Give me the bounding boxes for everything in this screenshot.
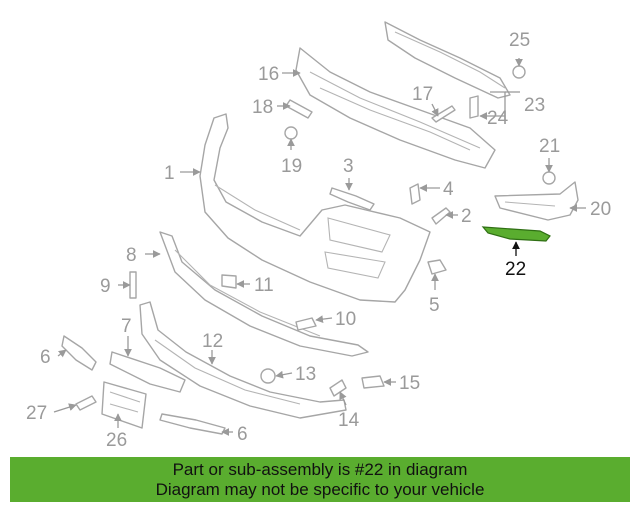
callout-27: 27 <box>26 403 47 424</box>
callout-21: 21 <box>539 136 560 157</box>
part-3-bracket <box>329 187 375 211</box>
callout-7: 7 <box>121 316 132 337</box>
part-22-highlighted <box>481 226 551 242</box>
callout-17: 17 <box>412 84 433 105</box>
callout-5: 5 <box>429 295 440 316</box>
callout-23: 23 <box>524 95 545 116</box>
part-8-lower-support <box>159 231 369 357</box>
callout-8: 8 <box>126 245 137 266</box>
callout-16: 16 <box>258 64 279 85</box>
part-17-fastener <box>431 105 456 123</box>
callout-15: 15 <box>399 373 420 394</box>
callout-11: 11 <box>254 275 274 296</box>
callout-1: 1 <box>164 163 175 184</box>
part-19-clip <box>284 126 298 140</box>
part-27-sensor <box>75 395 97 411</box>
part-20-bracket <box>494 181 579 221</box>
part-6-bracket-lower <box>159 413 226 435</box>
callout-20: 20 <box>590 199 611 220</box>
callout-19: 19 <box>281 156 302 177</box>
part-18-strip <box>285 99 313 119</box>
callout-24: 24 <box>487 108 509 129</box>
callout-25: 25 <box>509 30 530 51</box>
callout-10: 10 <box>335 309 356 330</box>
part-1-bumper-cover <box>199 113 431 303</box>
banner-line-1: Part or sub-assembly is #22 in diagram <box>172 460 468 479</box>
part-11-clip <box>221 274 237 289</box>
part-7-lower-bracket <box>109 351 186 393</box>
callout-14: 14 <box>338 410 360 431</box>
callout-9: 9 <box>100 276 111 297</box>
part-9-pin <box>129 271 137 299</box>
part-25-clip <box>512 65 526 79</box>
part-2-screw <box>431 207 451 225</box>
callout-18: 18 <box>252 97 273 118</box>
part-4-bolt <box>409 183 421 205</box>
leader-lines <box>53 58 586 436</box>
callout-22-highlighted: 22 <box>505 259 526 280</box>
part-23-absorber <box>384 21 511 99</box>
parts-diagram: 16 18 19 1 3 4 2 5 17 25 23 24 21 20 22 … <box>26 21 611 451</box>
part-24-bracket <box>469 95 479 119</box>
callout-6-lower: 6 <box>237 424 248 445</box>
part-26-license-bracket <box>101 381 147 429</box>
banner-line-2: Diagram may not be specific to your vehi… <box>155 480 485 499</box>
part-21-clip <box>542 171 556 185</box>
callout-4: 4 <box>443 179 454 200</box>
part-5-nut <box>427 259 447 275</box>
part-14-bolt <box>329 379 347 397</box>
info-banner: Part or sub-assembly is #22 in diagram D… <box>10 457 630 502</box>
part-13-grommet <box>260 368 276 384</box>
part-15-nut <box>361 375 385 389</box>
part-10-bolt <box>295 317 317 331</box>
callout-labels: 16 18 19 1 3 4 2 5 17 25 23 24 21 20 22 … <box>26 30 611 451</box>
callout-13: 13 <box>295 364 316 385</box>
part-16-grille-reinforcement <box>295 47 496 169</box>
callout-3: 3 <box>343 156 354 177</box>
callout-26: 26 <box>106 430 127 451</box>
callout-2: 2 <box>461 206 472 227</box>
callout-6-upper: 6 <box>40 347 51 368</box>
part-6-bracket-left <box>61 335 97 371</box>
callout-12: 12 <box>202 331 223 352</box>
